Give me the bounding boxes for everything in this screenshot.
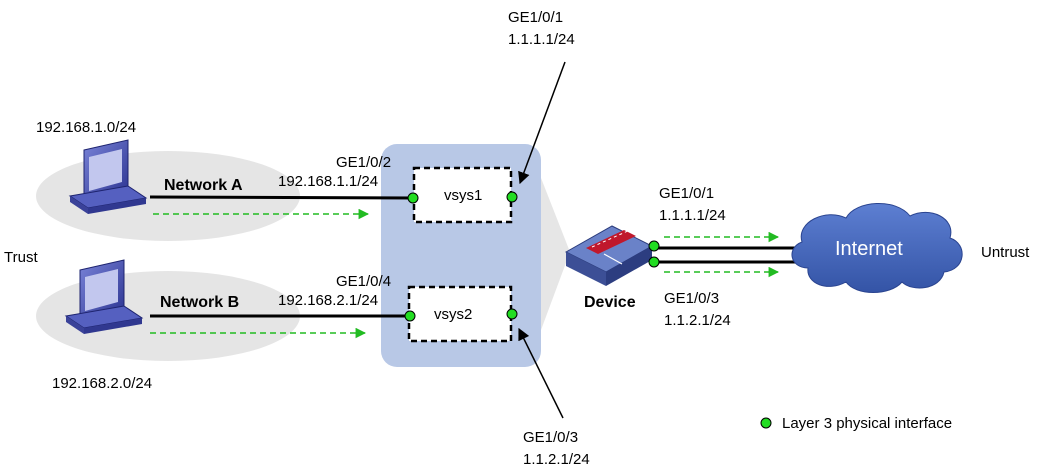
zoom-wedge <box>541 178 570 330</box>
right-ge103-name: GE1/0/3 <box>664 290 719 307</box>
internet-label: Internet <box>835 238 903 260</box>
firewall-device-icon <box>564 225 654 286</box>
top-ge101-pointer-arrow <box>518 61 566 185</box>
vsys1-ge101-interface-dot <box>506 191 518 203</box>
vsys2-ge103-interface-dot <box>506 308 518 320</box>
network-a-label: Network A <box>164 177 243 194</box>
right-ge101-name: GE1/0/1 <box>659 185 714 202</box>
top-ge101-ip: 1.1.1.1/24 <box>508 31 575 48</box>
bottom-ge103-ip: 1.1.2.1/24 <box>523 451 590 468</box>
network-b-subnet: 192.168.2.0/24 <box>52 375 152 392</box>
network-a-subnet: 192.168.1.0/24 <box>36 119 136 136</box>
legend-label: Layer 3 physical interface <box>782 415 952 432</box>
bottom-ge103-name: GE1/0/3 <box>523 429 578 446</box>
pc-a-icon <box>68 139 148 214</box>
pc-b-icon <box>64 259 144 334</box>
network-a-link <box>149 195 415 200</box>
ge104-interface-dot <box>404 310 416 322</box>
ge102-name: GE1/0/2 <box>336 154 391 171</box>
device-ge101-interface-dot <box>648 240 660 252</box>
ge104-ip: 192.168.2.1/24 <box>278 292 378 309</box>
device-ge103-interface-dot <box>648 256 660 268</box>
device-label: Device <box>584 294 636 311</box>
vsys2-box <box>407 285 513 343</box>
ge102-interface-dot <box>407 192 419 204</box>
internet-cloud-icon <box>791 203 963 293</box>
top-ge101-name: GE1/0/1 <box>508 9 563 26</box>
vsys1-label: vsys1 <box>444 187 482 204</box>
right-ge103-ip: 1.1.2.1/24 <box>664 312 731 329</box>
right-ge101-ip: 1.1.1.1/24 <box>659 207 726 224</box>
untrust-zone-label: Untrust <box>981 244 1030 261</box>
bottom-ge103-pointer-arrow <box>518 327 564 419</box>
legend-interface-dot <box>760 417 772 429</box>
vsys2-label: vsys2 <box>434 306 472 323</box>
ge104-name: GE1/0/4 <box>336 273 391 290</box>
network-b-label: Network B <box>160 294 239 311</box>
ge102-ip: 192.168.1.1/24 <box>278 173 378 190</box>
trust-zone-label: Trust <box>4 249 38 266</box>
